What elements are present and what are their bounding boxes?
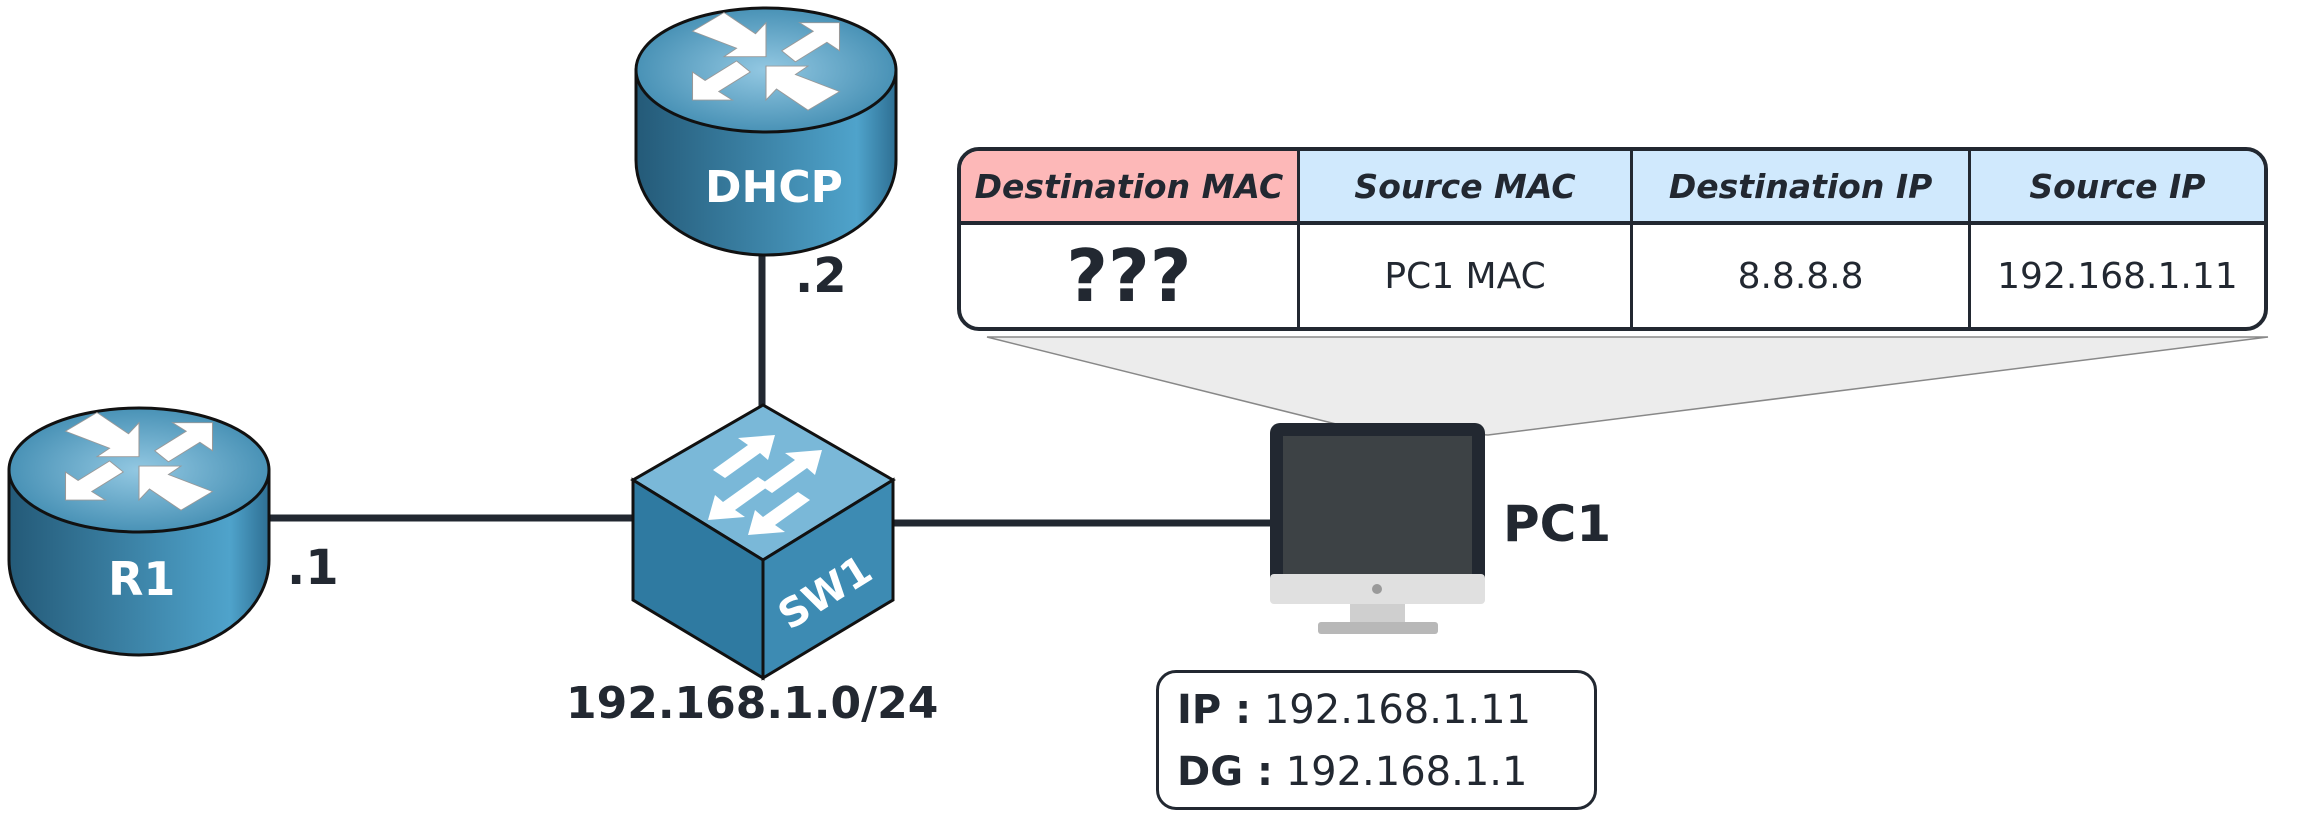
r1-label: R1 <box>108 552 176 606</box>
pc1-ip-config-box: IP : 192.168.1.11 DG : 192.168.1.1 <box>1156 670 1597 810</box>
ip-value: 192.168.1.11 <box>1263 687 1532 733</box>
dhcp-interface-ip: .2 <box>795 248 847 304</box>
frame-callout-funnel <box>986 336 2269 436</box>
pc1-dg-line: DG : 192.168.1.1 <box>1177 741 1594 803</box>
ip-key: IP : <box>1177 687 1252 733</box>
value-destination-ip: 8.8.8.8 <box>1633 225 1971 327</box>
dhcp-router-icon[interactable] <box>634 6 898 257</box>
network-label: 192.168.1.0/24 <box>566 678 939 729</box>
header-destination-ip: Destination IP <box>1633 151 1971 225</box>
frame-value-row: ??? PC1 MAC 8.8.8.8 192.168.1.11 <box>961 225 2264 327</box>
header-source-mac: Source MAC <box>1299 151 1634 225</box>
header-destination-mac: Destination MAC <box>961 151 1300 225</box>
frame-header-row: Destination MAC Source MAC Destination I… <box>961 151 2264 225</box>
pc1-label: PC1 <box>1503 495 1612 553</box>
pc1-computer-icon[interactable] <box>1270 423 1485 634</box>
dg-value: 192.168.1.1 <box>1285 749 1528 795</box>
frame-header-table: Destination MAC Source MAC Destination I… <box>957 147 2268 331</box>
dhcp-label: DHCP <box>705 162 843 213</box>
value-source-mac: PC1 MAC <box>1300 225 1634 327</box>
r1-router-icon[interactable] <box>7 406 271 657</box>
r1-interface-ip: .1 <box>287 540 339 596</box>
header-source-ip: Source IP <box>1970 151 2264 225</box>
pc1-ip-line: IP : 192.168.1.11 <box>1177 679 1594 741</box>
sw1-switch-icon[interactable] <box>630 403 896 681</box>
value-source-ip: 192.168.1.11 <box>1997 255 2238 297</box>
value-destination-mac: ??? <box>961 225 1300 327</box>
dg-key: DG : <box>1177 749 1273 795</box>
